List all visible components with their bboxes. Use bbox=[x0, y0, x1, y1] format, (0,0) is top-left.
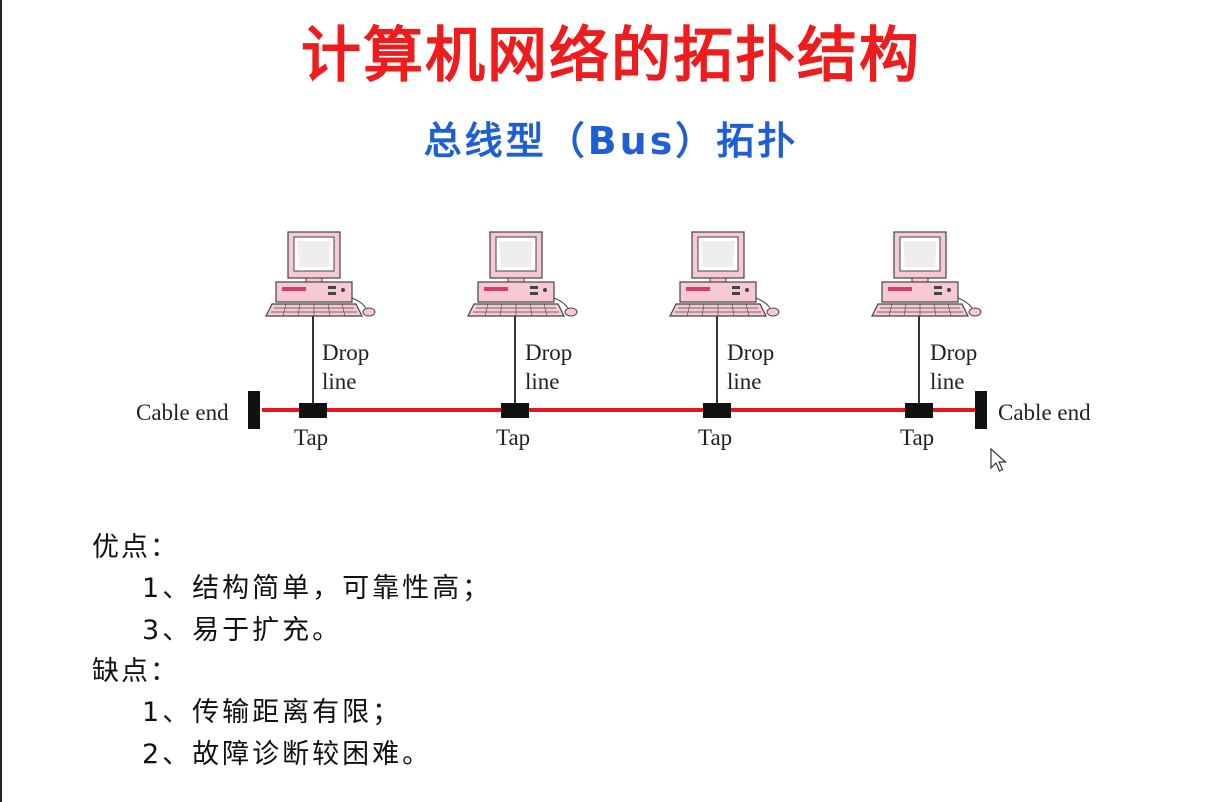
page-title: 计算机网络的拓扑结构 bbox=[301, 21, 921, 91]
drop-line-label-2: line bbox=[727, 369, 762, 394]
computer-icon bbox=[871, 231, 982, 317]
page-subtitle: 总线型（Bus）拓扑 bbox=[423, 119, 799, 163]
mouse-cursor-icon bbox=[990, 448, 1008, 472]
tap bbox=[703, 403, 731, 418]
advantage-item: 1、结构简单，可靠性高； bbox=[142, 573, 493, 604]
advantages-heading: 优点： bbox=[92, 532, 179, 563]
cable-end-left-terminator bbox=[248, 391, 260, 429]
drop-line-label-1: Drop bbox=[322, 340, 369, 365]
tap-label: Tap bbox=[294, 425, 328, 450]
computer-node-2: Drop line Tap bbox=[467, 231, 578, 450]
cable-end-right-terminator bbox=[975, 391, 987, 429]
tap-label: Tap bbox=[496, 425, 530, 450]
computer-node-4: Drop line Tap bbox=[871, 231, 982, 450]
computer-icon bbox=[467, 231, 578, 317]
drop-line-label-2: line bbox=[930, 369, 965, 394]
computer-icon bbox=[669, 231, 780, 317]
computer-icon bbox=[265, 231, 376, 317]
window-left-edge bbox=[0, 0, 2, 802]
drop-line-label-2: line bbox=[525, 369, 560, 394]
disadvantage-item: 1、传输距离有限； bbox=[142, 697, 403, 728]
drop-line-label-2: line bbox=[322, 369, 357, 394]
advantage-item: 3、易于扩充。 bbox=[142, 615, 343, 646]
computer-node-1: Drop line Tap bbox=[265, 231, 376, 450]
tap bbox=[501, 403, 529, 418]
drop-line-label-1: Drop bbox=[525, 340, 572, 365]
tap bbox=[299, 403, 327, 418]
disadvantage-item: 2、故障诊断较困难。 bbox=[142, 739, 433, 770]
tap-label: Tap bbox=[698, 425, 732, 450]
disadvantages-heading: 缺点： bbox=[92, 656, 179, 687]
cable-end-left-label: Cable end bbox=[136, 400, 229, 425]
drop-line-label-1: Drop bbox=[727, 340, 774, 365]
tap bbox=[905, 403, 933, 418]
notes-section: 优点： 1、结构简单，可靠性高； 3、易于扩充。 缺点： 1、传输距离有限； 2… bbox=[92, 528, 992, 776]
tap-label: Tap bbox=[900, 425, 934, 450]
cable-end-right-label: Cable end bbox=[998, 400, 1091, 425]
computer-node-3: Drop line Tap bbox=[669, 231, 780, 450]
drop-line-label-1: Drop bbox=[930, 340, 977, 365]
